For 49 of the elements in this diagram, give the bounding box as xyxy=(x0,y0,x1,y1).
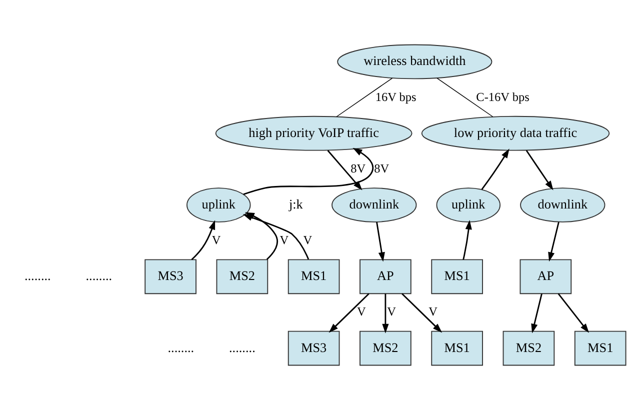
node-ellipse: wireless bandwidth xyxy=(337,44,492,80)
node-ellipse: downlink xyxy=(332,188,417,222)
node-ellipse: downlink xyxy=(520,188,606,222)
arrow xyxy=(548,222,560,262)
edge-label: 16V bps xyxy=(375,90,416,104)
arrow xyxy=(327,150,362,190)
arrow xyxy=(243,148,374,195)
node-box: AP xyxy=(520,259,572,294)
edge-label: 8V xyxy=(374,161,390,176)
arrow xyxy=(328,293,370,333)
label: ........ xyxy=(168,340,194,355)
label: j:k xyxy=(288,196,303,212)
label: ........ xyxy=(228,340,256,355)
node-box: MS2 xyxy=(502,330,555,366)
node-box: MS1 xyxy=(431,259,483,294)
edge-label: V xyxy=(428,304,438,319)
edge-label: C-16V bps xyxy=(476,90,530,104)
node-box: MS2 xyxy=(360,330,412,366)
node-box: AP xyxy=(360,259,412,294)
arrow xyxy=(376,222,385,262)
node-ellipse: low priority data traffic xyxy=(421,116,610,151)
node-box: MS1 xyxy=(288,259,340,294)
arrow xyxy=(462,220,472,260)
arrow xyxy=(558,293,590,333)
connector xyxy=(436,78,494,118)
label: ........ xyxy=(86,268,112,284)
node-ellipse: uplink xyxy=(436,188,501,222)
arrow xyxy=(402,293,442,333)
edge-label: V xyxy=(303,233,312,248)
node-box: MS3 xyxy=(144,259,196,294)
label: ........ xyxy=(24,268,51,284)
node-box: MS2 xyxy=(216,259,268,294)
edge-label: 8V xyxy=(350,161,366,176)
edge-label: V xyxy=(212,233,221,248)
arrow xyxy=(526,150,554,190)
edge-label: V xyxy=(387,304,396,319)
edge-label: V xyxy=(280,233,289,248)
arrow xyxy=(191,220,216,260)
node-ellipse: uplink xyxy=(186,188,251,222)
arrow xyxy=(382,294,389,334)
node-box: MS1 xyxy=(574,330,626,366)
arrow xyxy=(531,294,542,334)
arrow xyxy=(242,214,310,260)
node-box: MS1 xyxy=(431,330,483,366)
node-box: MS3 xyxy=(288,330,340,366)
edge-label: V xyxy=(356,304,366,319)
node-ellipse: high priority VoIP traffic xyxy=(215,116,412,151)
arrow xyxy=(481,148,510,190)
connector xyxy=(336,78,393,118)
